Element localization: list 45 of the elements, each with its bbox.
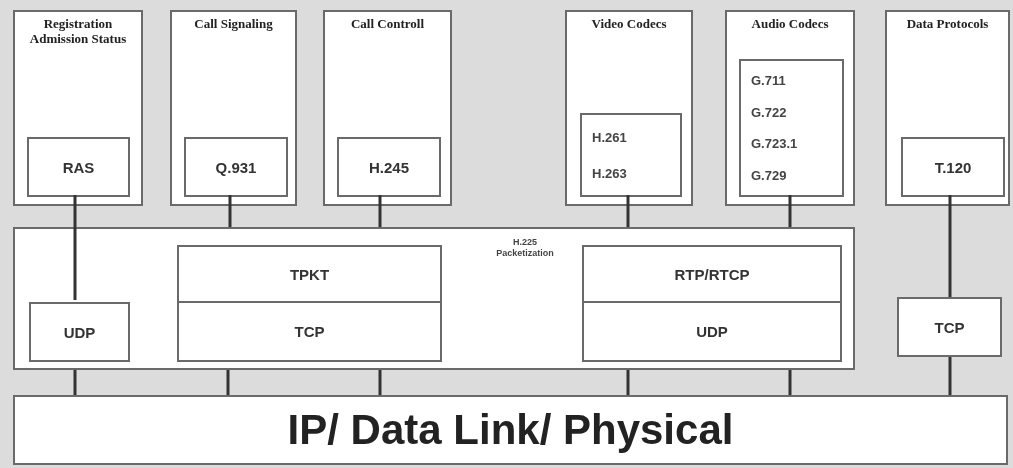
connector-line [378,195,382,227]
connector-line [626,195,630,227]
codec-name: H.263 [592,165,627,181]
protocol-column [323,10,452,206]
protocol-column [885,10,1010,206]
codec-name: G.723.1 [751,136,798,152]
protocol-box: TPKT [177,245,442,303]
protocol-box: TCP [177,301,442,362]
column-title: Audio Codecs [750,15,830,31]
connector-line [788,195,792,227]
codec-box [739,59,844,197]
protocol-box: UDP [582,301,842,362]
codec-name: G.729 [751,167,787,183]
packetization-box [13,227,855,370]
connector-line [788,370,792,395]
connector-line [626,370,630,395]
protocol-box: Q.931 [184,137,288,197]
protocol-column [13,10,143,206]
column-title: Call Controll [349,15,426,31]
connector-line [228,195,232,227]
column-title: Call Signaling [193,15,274,31]
connector-line [73,195,77,300]
codec-box [580,113,682,197]
protocol-box: UDP [29,302,130,362]
protocol-column [565,10,693,206]
protocol-column [170,10,297,206]
connector-line [948,195,952,297]
column-title: Data Protocols [905,15,990,31]
codec-name: G.722 [751,104,787,120]
protocol-box: TCP [897,297,1002,357]
protocol-box: T.120 [901,137,1005,197]
codec-name: G.711 [751,73,786,89]
protocol-box: RTP/RTCP [582,245,842,303]
protocol-box: RAS [27,137,130,197]
connector-line [378,370,382,395]
connector-line [226,370,230,395]
connector-line [73,370,77,395]
protocol-box: H.245 [337,137,441,197]
codec-name: H.261 [592,129,627,145]
layer-title: H.225 Packetization [495,237,555,259]
connector-line [948,357,952,395]
column-title: Video Codecs [590,15,668,31]
column-title: Registration Admission Status [28,15,128,46]
network-layer-box: IP/ Data Link/ Physical [13,395,1008,465]
protocol-column [725,10,855,206]
